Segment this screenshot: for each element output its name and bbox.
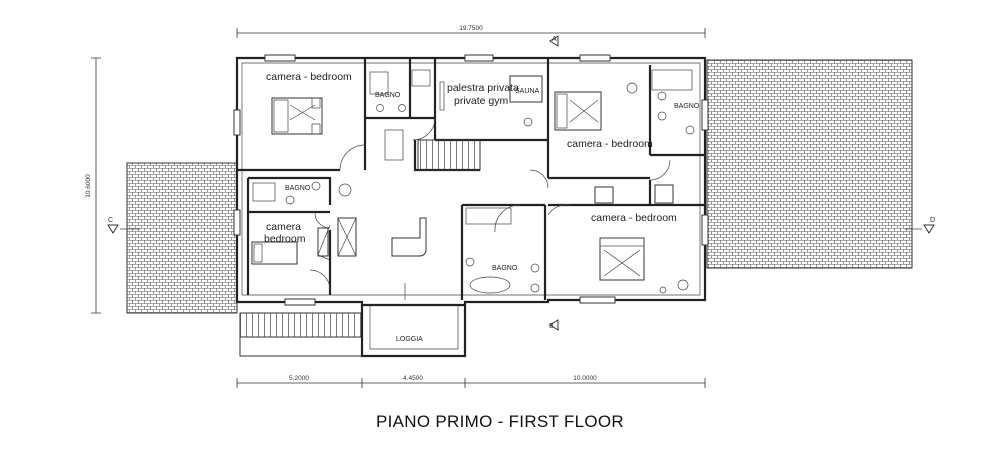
label-bagno-w: BAGNO — [285, 185, 311, 192]
label-bagno-n: BAGNO — [375, 92, 401, 99]
section-mark-d: D — [930, 217, 935, 224]
dim-height: 10.6000 — [85, 174, 92, 198]
dim-segment-1: 5.2000 — [289, 375, 309, 382]
section-mark-b: B — [549, 323, 554, 330]
dimension-lines — [91, 28, 706, 388]
label-sauna: SAUNA — [515, 88, 539, 95]
label-bedroom-ne: camera - bedroom — [567, 138, 653, 150]
section-markers — [107, 35, 935, 331]
bathroom-fixtures — [252, 69, 695, 294]
label-gym-1: palestra privata — [447, 82, 519, 94]
interior-walls — [237, 58, 705, 300]
interior-stairs — [417, 139, 481, 171]
hall-furniture — [317, 184, 674, 257]
label-bagno-ne: BAGNO — [674, 103, 700, 110]
bed-se — [599, 237, 645, 281]
drawing-title: PIANO PRIMO - FIRST FLOOR — [375, 412, 625, 431]
roof-east — [706, 59, 913, 269]
label-bedroom-w-1: camera — [266, 221, 301, 233]
dim-segment-2: 4.4500 — [403, 375, 423, 382]
section-mark-a: A — [552, 36, 557, 43]
label-loggia: LOGGIA — [396, 336, 423, 343]
label-bedroom-w-2: bedroom — [264, 233, 306, 245]
label-bagno-s: BAGNO — [492, 265, 518, 272]
bed-w — [251, 241, 298, 265]
bed-ne — [554, 91, 602, 131]
section-mark-c: C — [108, 217, 113, 224]
loggia-outline — [360, 305, 467, 358]
door-swings — [309, 117, 671, 291]
dim-overall-width: 19.7500 — [459, 25, 483, 32]
label-bedroom-nw: camera - bedroom — [266, 71, 352, 83]
sauna-cabin — [509, 75, 543, 103]
dim-segment-3: 10.0000 — [573, 375, 597, 382]
bed-nw — [271, 97, 323, 135]
roof-west — [126, 162, 238, 314]
label-gym-2: private gym — [454, 95, 509, 107]
label-bedroom-se: camera - bedroom — [591, 212, 677, 224]
windows — [233, 54, 709, 306]
exterior-stairs — [239, 312, 363, 338]
